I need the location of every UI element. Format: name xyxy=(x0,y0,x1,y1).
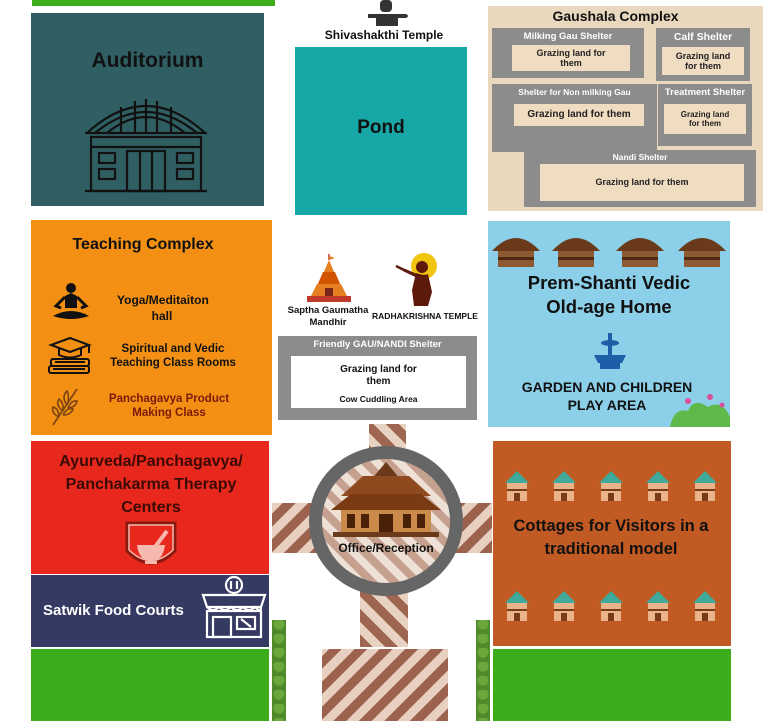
shop-icon xyxy=(201,575,267,639)
hedge-left xyxy=(272,620,286,721)
teaching-zone[interactable]: Teaching Complex Yoga/Meditaiton hall Sp… xyxy=(31,220,272,435)
cottages-zone[interactable]: Cottages for Visitors in a traditional m… xyxy=(493,441,731,646)
friendly-grazing-label: Grazing land for them xyxy=(340,364,417,387)
non-milking-shelter[interactable]: Shelter for Non milking Gau Grazing land… xyxy=(492,84,657,152)
nandi-shelter-title: Nandi Shelter xyxy=(612,152,668,162)
food-title: Satwik Food Courts xyxy=(43,602,184,619)
plant-leaf-icon xyxy=(51,388,78,426)
garden-bush-icon xyxy=(670,394,730,427)
cottage-row-bottom-icon xyxy=(505,591,717,621)
path-bottom-wide xyxy=(322,649,448,721)
cottage-row-top-icon xyxy=(505,471,717,501)
teaching-title: Teaching Complex xyxy=(72,236,214,253)
mortar-pestle-icon xyxy=(125,521,177,565)
milking-grazing: Grazing land for them xyxy=(512,45,630,71)
nandi-grazing: Grazing land for them xyxy=(540,164,744,201)
office-label: Office/Reception xyxy=(338,541,434,555)
garden-label: GARDEN AND CHILDREN PLAY AREA xyxy=(521,379,693,414)
spiritual-label: Spiritual and Vedic Teaching Class Rooms xyxy=(110,343,236,369)
gaushala-zone[interactable]: Gaushala Complex Milking Gau Shelter Gra… xyxy=(488,6,763,211)
fountain-icon xyxy=(594,333,626,369)
non-milking-shelter-title: Shelter for Non milking Gau xyxy=(518,87,631,97)
pond-title: Pond xyxy=(357,117,405,138)
hedge-right xyxy=(476,620,490,721)
friendly-shelter[interactable]: Friendly GAU/NANDI Shelter Grazing land … xyxy=(278,336,477,420)
gaushala-title: Gaushala Complex xyxy=(552,8,679,24)
cottages-title: Cottages for Visitors in a traditional m… xyxy=(513,517,709,559)
cow-cuddling-label: Cow Cuddling Area xyxy=(339,394,418,404)
path-bottom xyxy=(360,590,408,647)
friendly-shelter-title: Friendly GAU/NANDI Shelter xyxy=(313,339,442,350)
calf-shelter-title: Calf Shelter xyxy=(673,31,733,43)
treatment-shelter[interactable]: Treatment Shelter Grazing land for them xyxy=(658,84,752,146)
food-zone[interactable]: Satwik Food Courts xyxy=(31,575,269,647)
mandhir-label: Saptha Gaumatha Mandhir xyxy=(287,305,369,328)
auditorium-icon xyxy=(85,99,207,193)
krishna-icon xyxy=(395,253,437,306)
treatment-shelter-title: Treatment Shelter xyxy=(664,87,746,98)
calf-shelter[interactable]: Calf Shelter Grazing land for them xyxy=(656,28,750,81)
office-roundabout[interactable]: Office/Reception xyxy=(309,446,463,596)
panchagavya-label: Panchagavya Product Making Class xyxy=(108,393,230,419)
mandhir-icon xyxy=(307,254,351,302)
bottom-right-lawn xyxy=(493,649,731,721)
milking-shelter-title: Milking Gau Shelter xyxy=(523,31,613,42)
yoga-label: Yoga/Meditaiton hall xyxy=(117,293,209,324)
friendly-grazing-area: Grazing land for them Cow Cuddling Area xyxy=(291,356,466,408)
top-green-strip xyxy=(32,0,275,6)
temple-title: Shivashakthi Temple xyxy=(324,28,444,42)
graduation-books-icon xyxy=(48,336,92,374)
oldage-title: Prem-Shanti Vedic Old-age Home xyxy=(527,272,691,318)
oldage-zone[interactable]: Prem-Shanti Vedic Old-age Home GARDEN AN… xyxy=(488,221,730,427)
ayurveda-zone[interactable]: Ayurveda/Panchagavya/ Panchakarma Therap… xyxy=(31,441,269,574)
bottom-left-lawn xyxy=(31,649,269,721)
treatment-grazing: Grazing land for them xyxy=(664,104,746,134)
yoga-icon xyxy=(53,283,89,319)
radhakrishna-label: RADHAKRISHNA TEMPLE xyxy=(372,311,478,321)
pond-zone[interactable]: Pond xyxy=(295,47,467,215)
non-milking-grazing: Grazing land for them xyxy=(514,104,644,126)
calf-grazing: Grazing land for them xyxy=(662,47,744,75)
huts-row-icon xyxy=(492,238,726,267)
milking-shelter[interactable]: Milking Gau Shelter Grazing land for the… xyxy=(492,28,644,78)
ayurveda-title: Ayurveda/Panchagavya/ Panchakarma Therap… xyxy=(59,453,243,517)
nandi-shelter[interactable]: Nandi Shelter Grazing land for them xyxy=(524,150,756,207)
shivalinga-icon xyxy=(368,0,408,26)
traditional-building-icon xyxy=(331,462,441,537)
auditorium-zone[interactable]: Auditorium xyxy=(31,13,264,206)
auditorium-title: Auditorium xyxy=(91,49,204,72)
